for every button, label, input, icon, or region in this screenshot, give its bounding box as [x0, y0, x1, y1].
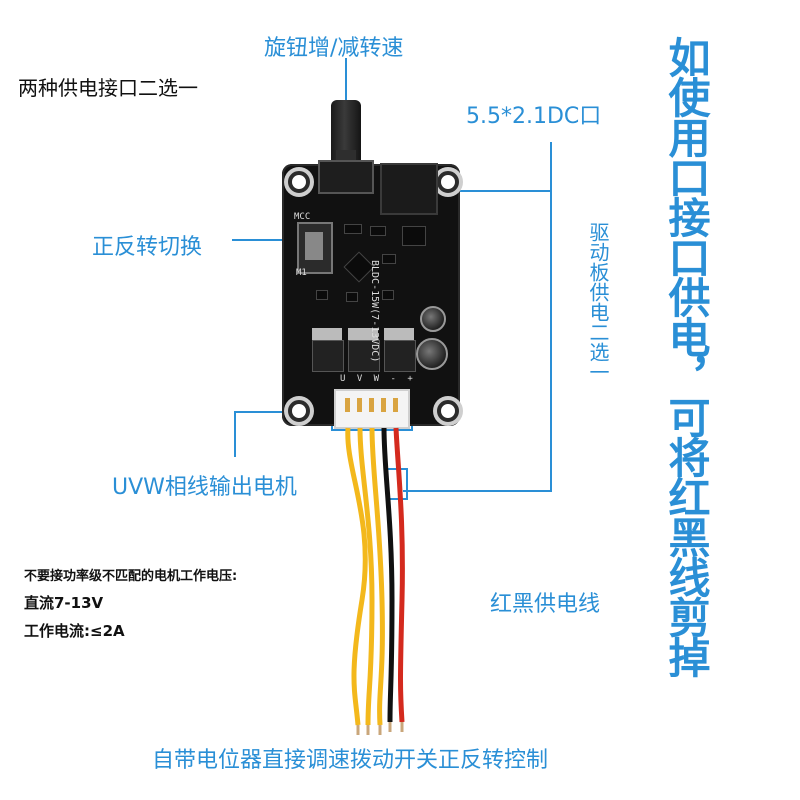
capacitor-1 [420, 306, 446, 332]
bottom-caption: 自带电位器直接调速拨动开关正反转控制 [152, 748, 549, 773]
mosfet-3 [384, 340, 416, 372]
smd-part-1 [344, 224, 362, 234]
wire-w [369, 427, 385, 726]
smd-part-4 [316, 290, 328, 300]
smd-part-5 [346, 292, 358, 302]
switch-callout-line [232, 239, 296, 241]
capacitor-2 [416, 338, 448, 370]
dc-jack-label: 5.5*2.1DC口 [466, 104, 602, 129]
dc-jack [380, 163, 438, 215]
mosfet-2-tab [348, 328, 378, 340]
smd-part-6 [382, 290, 394, 300]
wire-u [345, 427, 368, 726]
pin-u [345, 398, 350, 412]
driver-supply-vertical: 驱动板供电二选一 [586, 222, 610, 382]
dc-callout-horizontal [438, 190, 552, 192]
uvw-callout-vertical [234, 411, 236, 457]
wire-v [357, 427, 375, 726]
board-model-text: BLDC-15W(7-13VDC) [369, 260, 380, 363]
switch-label-top: MCC [294, 212, 311, 222]
mosfet-1-tab [312, 328, 342, 340]
pin-v [357, 398, 362, 412]
warning-voltage: 不要接功率级不匹配的电机工作电压: [24, 569, 238, 584]
mount-hole-tr [437, 171, 459, 193]
knob-label: 旋钮增/减转速 [264, 36, 404, 61]
uvw-label: UVW相线输出电机 [112, 475, 297, 500]
red-wire-highlight [386, 468, 408, 500]
mosfet-3-tab [384, 328, 414, 340]
mosfet-2 [348, 340, 380, 372]
pin-vcc [393, 398, 398, 412]
regulator-ic [402, 226, 426, 246]
supply-choice-label: 两种供电接口二选一 [18, 76, 198, 100]
red-black-label: 红黑供电线 [490, 592, 601, 617]
pin-w [369, 398, 374, 412]
switch-label-bottom: M1 [296, 268, 307, 278]
warning-current: 工作电流:≤2A [24, 622, 125, 640]
pin-gnd [381, 398, 386, 412]
smd-part-3 [382, 254, 396, 264]
mount-hole-br [437, 400, 459, 422]
warning-dc-range: 直流7-13V [24, 594, 104, 612]
big-vertical-note: 如使用口接口供电，可将红黑线剪掉 [662, 36, 711, 676]
dc-callout-vertical [550, 142, 552, 492]
knob-callout-line [345, 58, 347, 102]
mount-hole-tl [288, 171, 310, 193]
mount-hole-bl [288, 400, 310, 422]
direction-switch-label: 正反转切换 [92, 235, 203, 260]
connector-pin-labels: U V W - + [340, 374, 416, 384]
potentiometer-body [318, 160, 374, 194]
red-wire-callout-horizontal [403, 490, 552, 492]
smd-part-2 [370, 226, 386, 236]
direction-switch-slider[interactable] [305, 232, 323, 260]
mosfet-1 [312, 340, 344, 372]
